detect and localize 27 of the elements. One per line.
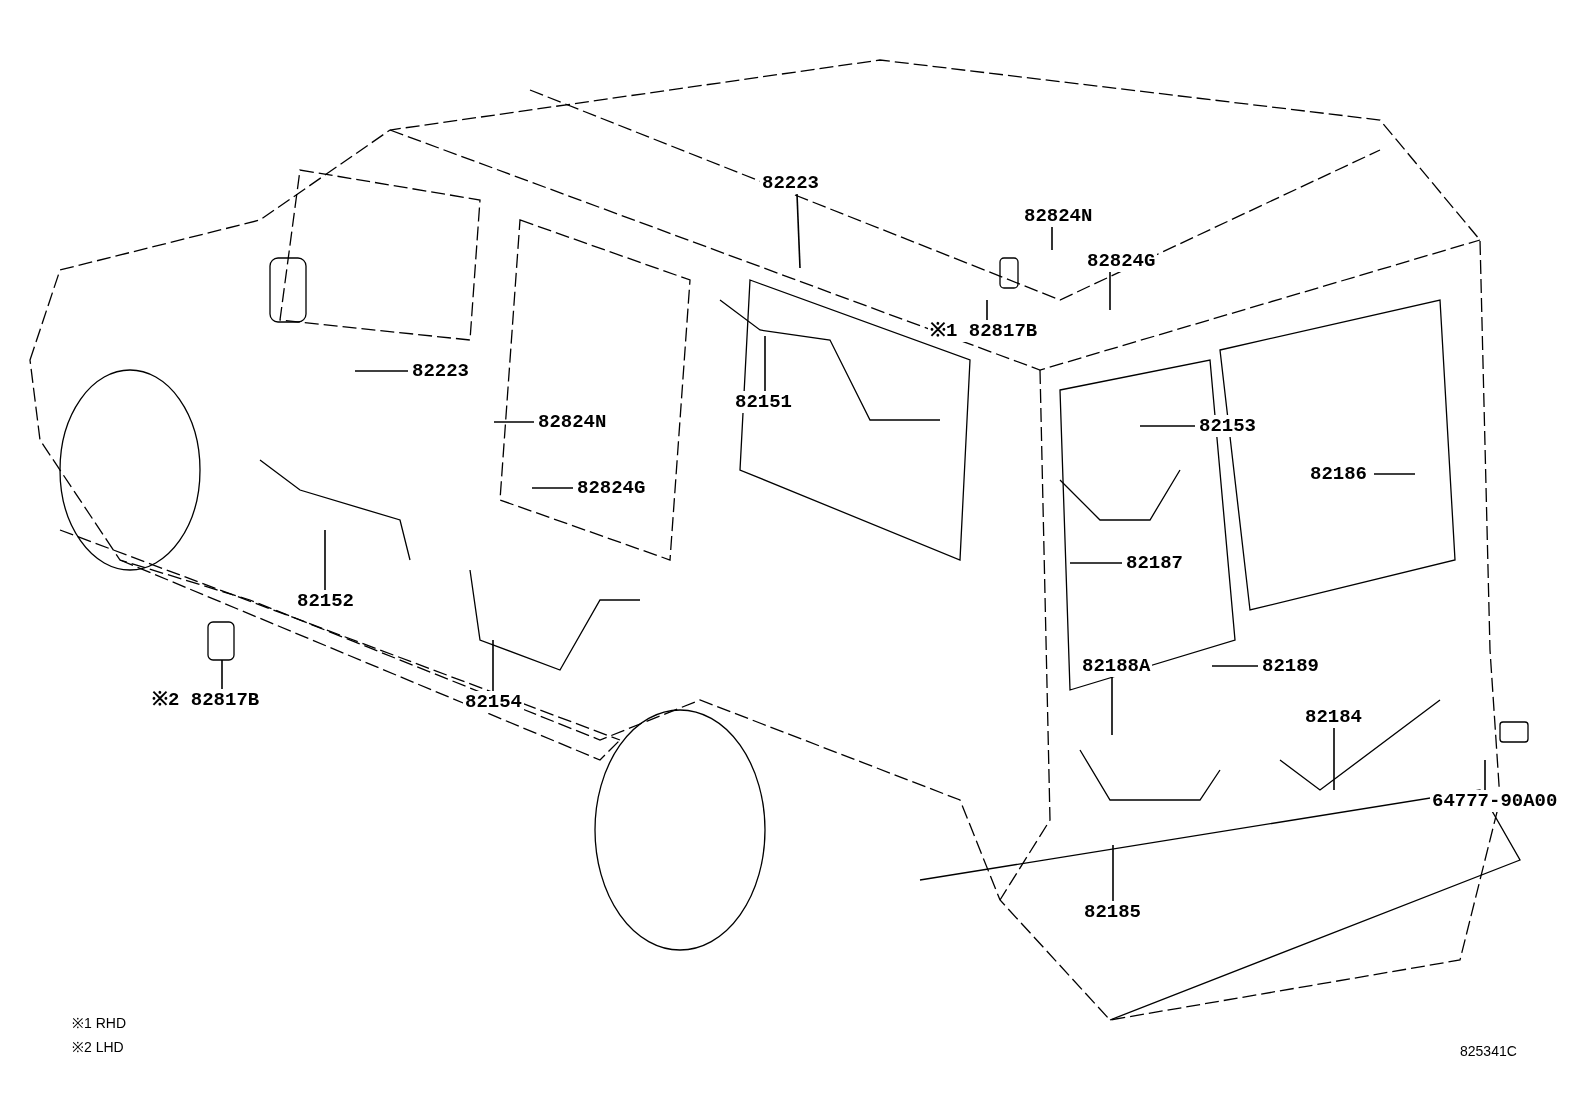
leader-line	[796, 193, 801, 269]
leader-line	[1484, 759, 1486, 791]
leader-line	[324, 529, 326, 591]
leader-line	[1112, 844, 1114, 902]
leader-line	[493, 421, 535, 423]
leader-line	[1139, 425, 1196, 427]
callout-number: 82153	[1197, 415, 1258, 437]
callout-number: 82151	[733, 391, 794, 413]
leader-line	[1373, 473, 1416, 475]
leader-line	[1109, 271, 1111, 311]
leader-line	[1333, 727, 1335, 791]
footnote: ※2 LHD	[72, 1038, 124, 1056]
leader-line	[354, 370, 409, 372]
leader-line	[764, 335, 766, 392]
drawing-number: 825341C	[1460, 1042, 1517, 1060]
leader-line	[492, 639, 494, 692]
footnote: ※1 RHD	[72, 1014, 126, 1032]
leader-line	[1069, 562, 1123, 564]
leader-line	[1111, 676, 1113, 736]
leader-line	[1051, 226, 1053, 251]
callout-number: ※1 82817B	[928, 320, 1040, 342]
callout-number: 64777-90A00	[1430, 790, 1560, 812]
leader-line	[531, 487, 574, 489]
callout-number: 82154	[463, 691, 524, 713]
leader-line	[1211, 665, 1259, 667]
leader-line	[221, 659, 223, 690]
leader-line	[986, 299, 988, 321]
